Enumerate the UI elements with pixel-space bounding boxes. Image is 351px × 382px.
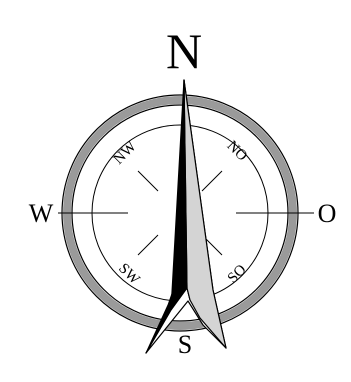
- label-southeast: SO: [225, 262, 250, 287]
- label-northeast: NO: [224, 138, 251, 165]
- label-northwest: NW: [111, 138, 141, 168]
- label-east: O: [318, 199, 337, 228]
- needle-dark-overlay: [146, 80, 187, 353]
- label-southwest: SW: [115, 261, 143, 289]
- compass-needle: [146, 80, 226, 353]
- needle-light-overlay: [184, 80, 226, 348]
- northwest-line: [138, 171, 158, 191]
- northeast-line: [202, 171, 222, 191]
- label-north: N: [166, 23, 202, 79]
- label-west: W: [29, 199, 54, 228]
- southwest-line: [138, 235, 158, 255]
- label-south: S: [178, 330, 192, 359]
